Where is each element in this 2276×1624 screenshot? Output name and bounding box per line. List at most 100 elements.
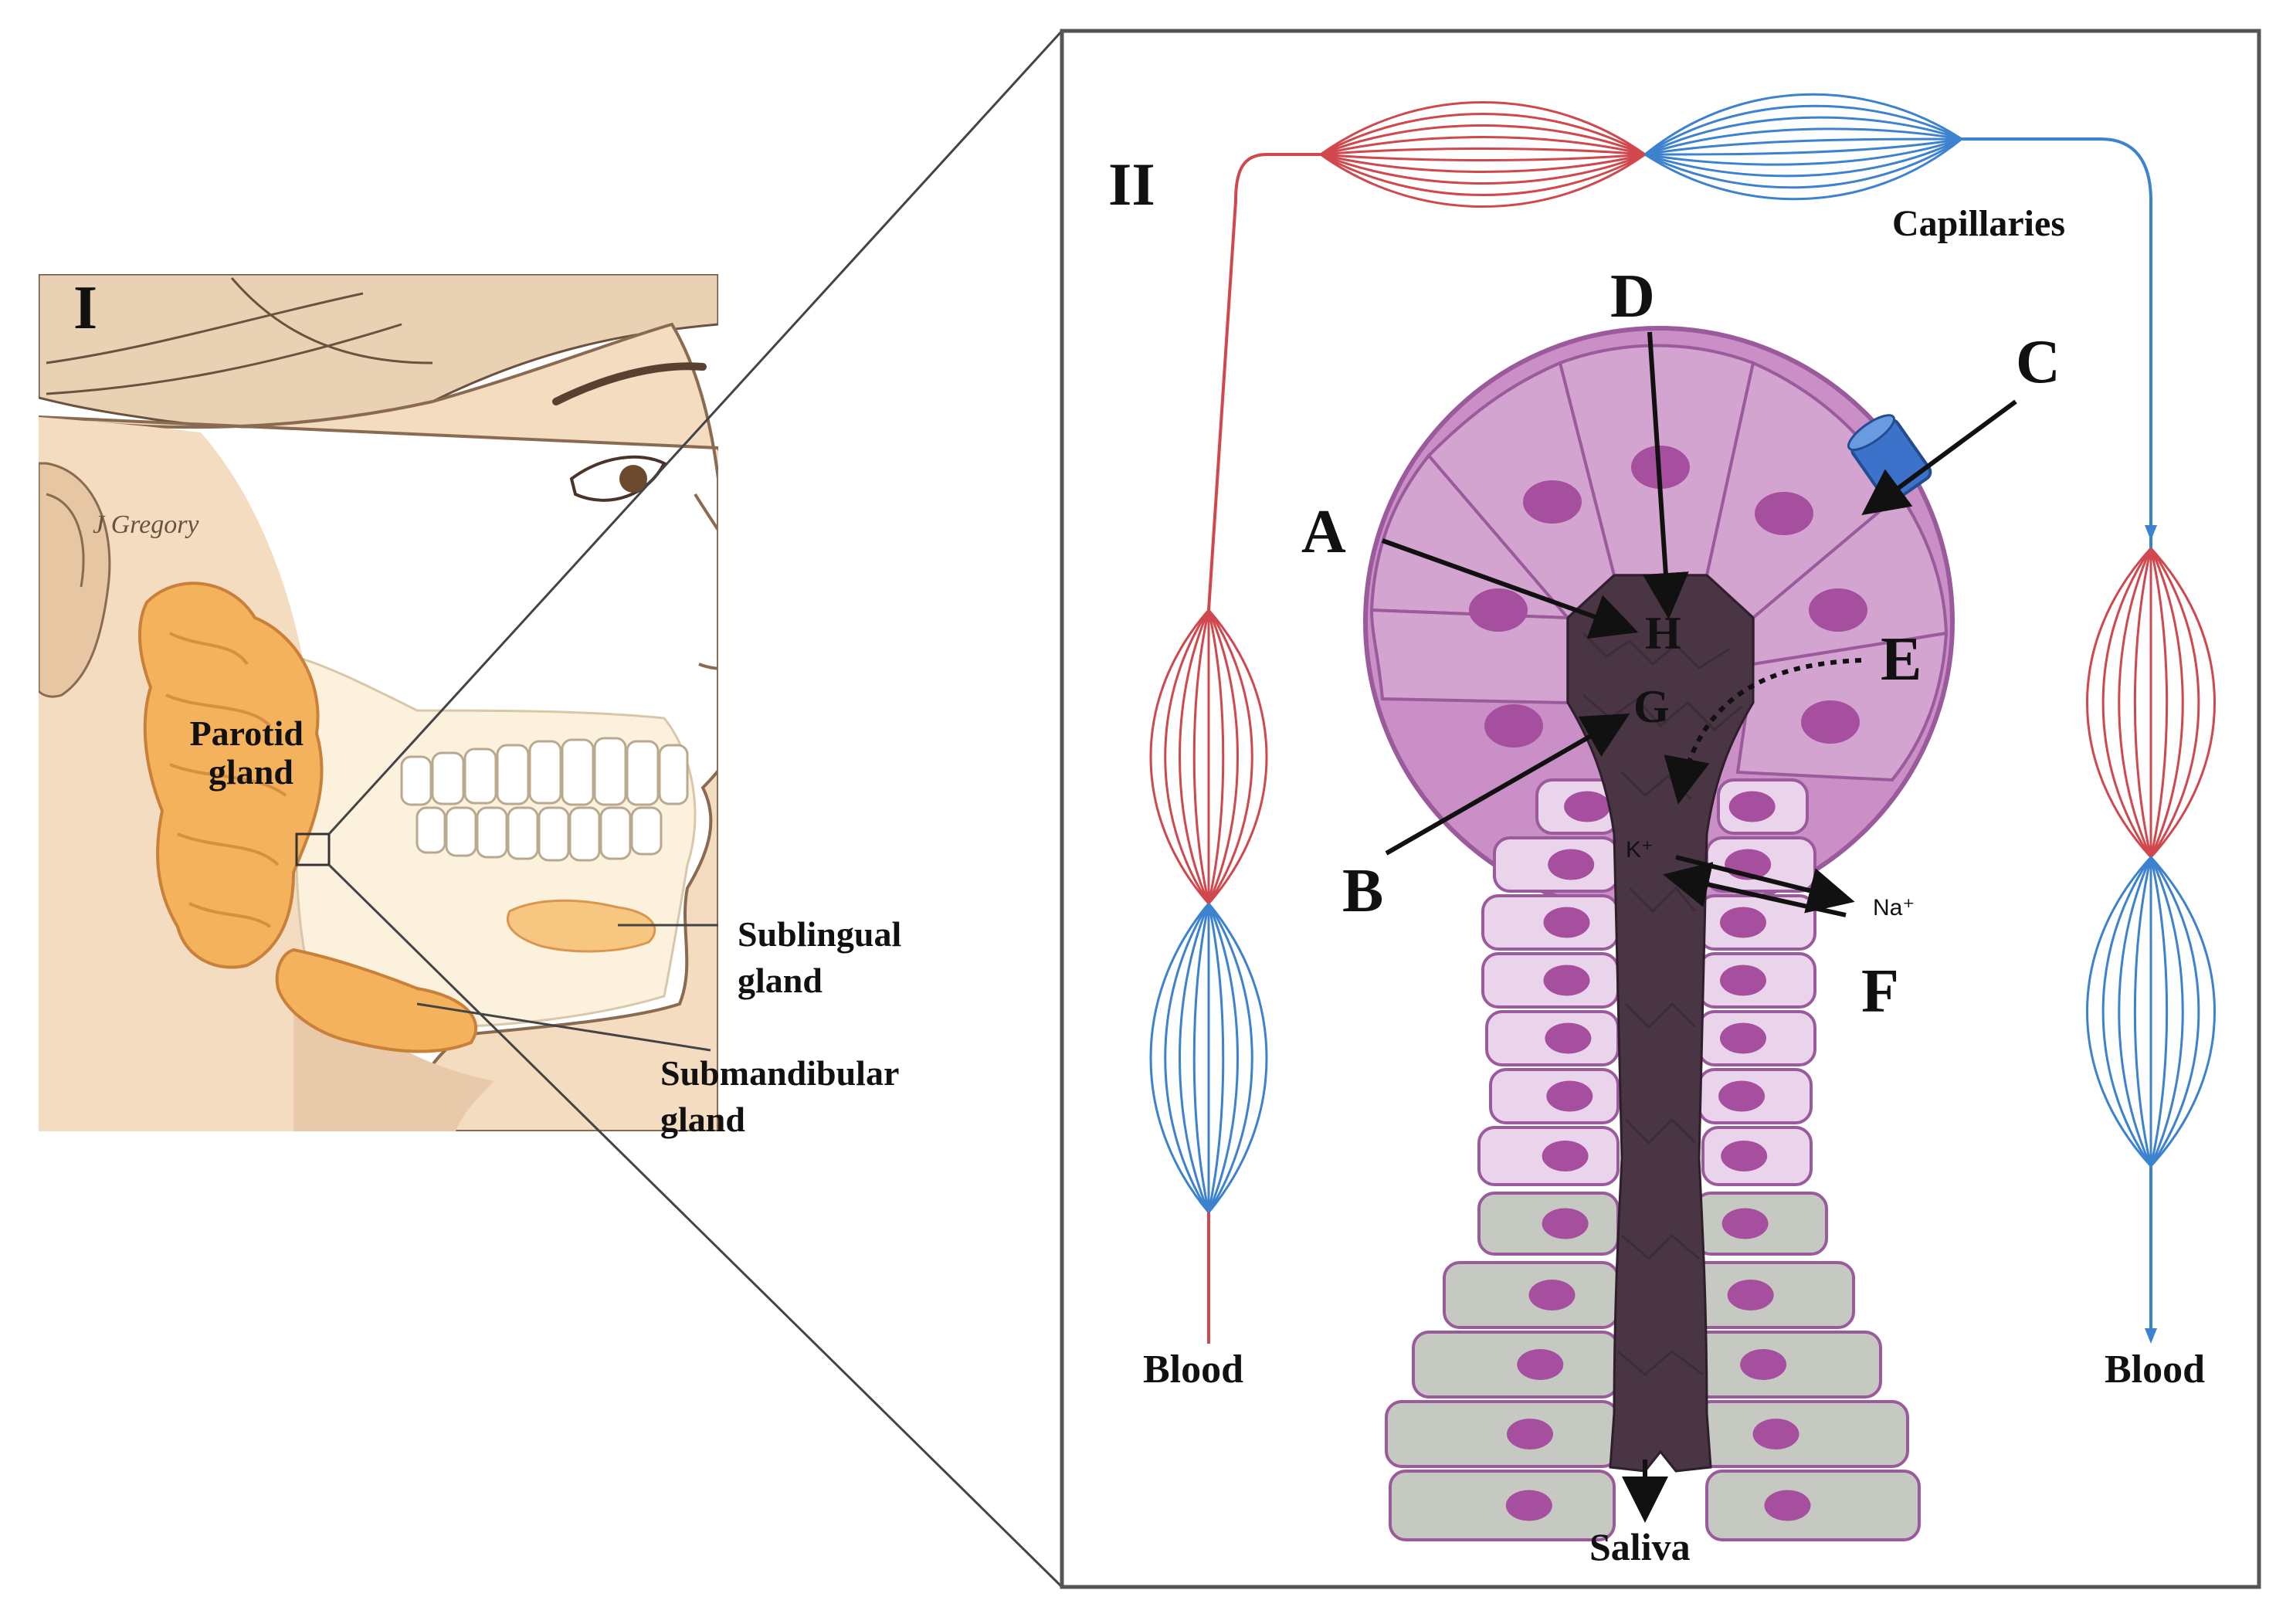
nucleus (1727, 1280, 1774, 1310)
capillary-strand (1149, 903, 1210, 1213)
capillary-strand (2149, 856, 2216, 1168)
capillary-strand (1320, 153, 1646, 208)
nucleus (1484, 704, 1543, 748)
capillary-strand (1320, 153, 1646, 196)
label-saliva: Saliva (1589, 1525, 1691, 1568)
capillary-strand (1644, 104, 1962, 156)
zoom-connector-lines (327, 29, 1063, 1588)
label-sodium: Na⁺ (1873, 895, 1915, 920)
nucleus (1542, 1208, 1589, 1239)
acinar-cell (1369, 453, 1572, 620)
capillary-strand (1644, 137, 1962, 156)
duct-cell (1385, 1400, 1620, 1468)
capillary-strand (1149, 609, 1210, 904)
zoom-selection-box (295, 832, 331, 866)
vein-trunk (1962, 137, 2152, 548)
nucleus (1720, 907, 1766, 938)
nucleus (1517, 1349, 1564, 1380)
label-capillaries: Capillaries (1892, 203, 2065, 244)
capillary-strand (2149, 548, 2169, 858)
parotid-gland (138, 581, 324, 969)
capillary-strand (1644, 127, 1962, 156)
arrow-b (1385, 714, 1630, 856)
label-potassium: K⁺ (1626, 837, 1654, 863)
acinar-cell (1369, 608, 1569, 705)
eyebrow (552, 362, 707, 405)
capillary-strand (1192, 609, 1210, 904)
submandibular-gland (275, 948, 477, 1053)
nucleus (1523, 480, 1582, 524)
label-h: H (1645, 608, 1681, 659)
label-b: B (1342, 857, 1383, 925)
nucleus (1728, 791, 1776, 822)
capillary-strand (2149, 856, 2200, 1167)
label-d: D (1610, 263, 1655, 331)
nucleus (1721, 1141, 1768, 1171)
capillary-strand (2086, 856, 2152, 1168)
capillary-strand (2149, 856, 2169, 1167)
artery-trunk (1207, 153, 1321, 611)
capillary-strand (1207, 609, 1239, 904)
capillary-strand (1644, 137, 1962, 156)
parotid-gland-label: Parotid gland (190, 714, 313, 792)
arrow-a (1381, 538, 1639, 639)
capillary-strand (1644, 137, 1962, 201)
capillary-strand (1192, 903, 1210, 1213)
capillary-strand (2149, 856, 2184, 1167)
face-skin (39, 322, 718, 1131)
capillary-strand (2149, 547, 2216, 859)
panel-ii-label: II (1108, 151, 1155, 218)
arrow-e (1664, 658, 1862, 805)
capillary-strand (1320, 153, 1646, 173)
capillary-strand (2133, 548, 2152, 858)
label-blood-left: Blood (1143, 1348, 1243, 1392)
label-a: A (1301, 498, 1346, 566)
capillary-strand (2149, 548, 2200, 858)
capillary-strand (2086, 547, 2152, 859)
nucleus (1720, 965, 1766, 996)
nucleus (1764, 1490, 1811, 1521)
arrow-k (1663, 862, 1847, 917)
arrow-d (1642, 331, 1689, 619)
capillary-strand (2101, 548, 2152, 858)
signature: J Gregory (93, 510, 199, 539)
capillary-network (1149, 93, 2216, 1344)
nucleus (1543, 965, 1590, 996)
submandibular-gland-label: Submandibular gland (660, 1053, 907, 1139)
label-c: C (2016, 328, 2061, 396)
capillary-strand (1644, 93, 1962, 156)
capillary-strand (1320, 101, 1646, 156)
duct-cell (1705, 1470, 1921, 1541)
capillary-strand (2133, 856, 2152, 1167)
lumen-texture (1582, 632, 1742, 1376)
capillary-strand (1320, 153, 1646, 161)
nucleus (1546, 1080, 1593, 1112)
nucleus (1543, 907, 1590, 938)
capillary-strand (1207, 609, 1225, 904)
capillary-strand (2118, 548, 2152, 858)
nucleus (1721, 1208, 1769, 1239)
capillary-strand (1207, 903, 1268, 1213)
capillary-strand (1207, 609, 1268, 904)
capillary-strand (2149, 548, 2184, 858)
capillary-strand (1320, 153, 1646, 185)
capillary-strand (2118, 856, 2152, 1167)
capillary-strand (1207, 903, 1253, 1213)
capillary-strand (1644, 137, 1962, 178)
capillary-strand (1179, 609, 1210, 904)
capillary-strand (1164, 903, 1210, 1213)
nucleus (1752, 1419, 1799, 1449)
capillary-strand (1207, 903, 1225, 1213)
capillary-strand (1644, 137, 1962, 189)
capillary-strand (1207, 903, 1239, 1213)
nucleus (1564, 791, 1611, 822)
capillary-strand (1320, 147, 1646, 156)
capillary-strand (1320, 136, 1646, 156)
nucleus (1528, 1280, 1576, 1310)
nucleus (1755, 492, 1813, 535)
nucleus (1548, 849, 1595, 880)
duct-cell (1694, 1400, 1909, 1468)
pointer-arrows (1381, 331, 2017, 1523)
sublingual-gland-label: Sublingual gland (738, 914, 911, 1000)
